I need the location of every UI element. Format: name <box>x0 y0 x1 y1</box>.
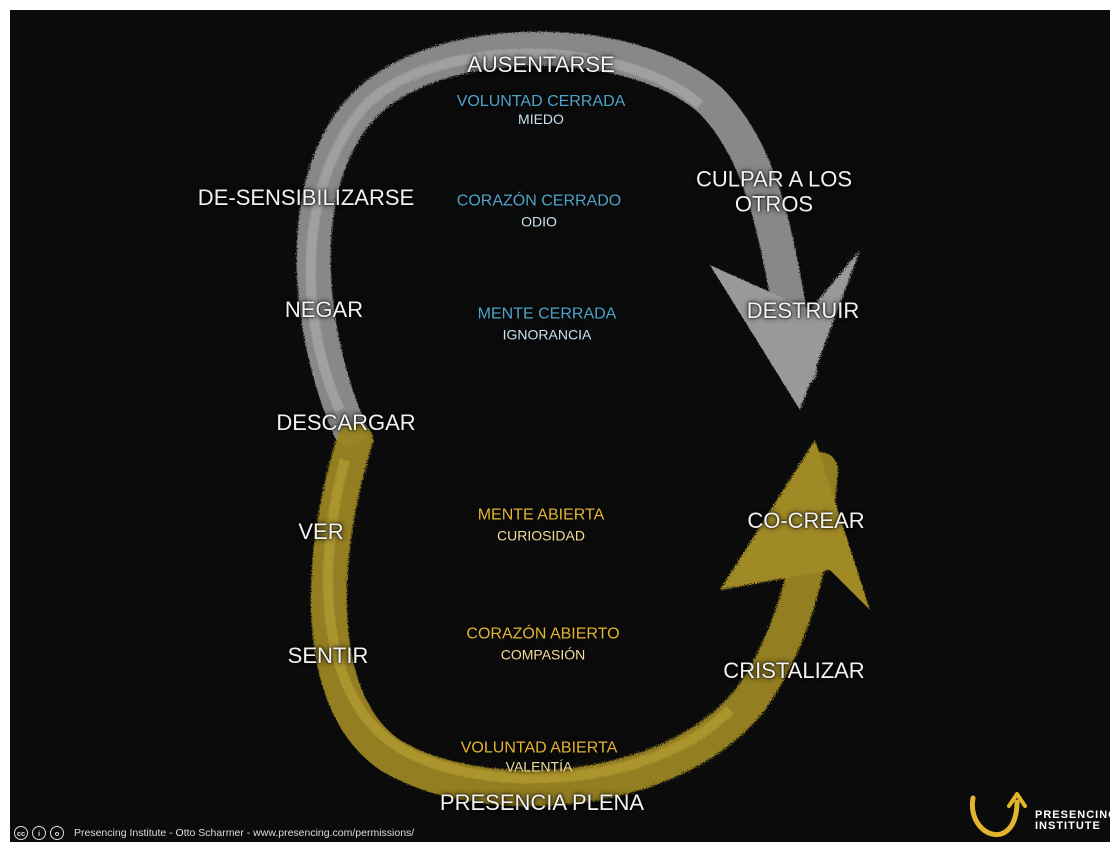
state-voluntad-abierta: VOLUNTAD ABIERTA VALENTÍA <box>461 740 617 775</box>
state-title: MENTE ABIERTA <box>477 506 605 524</box>
state-subtitle: ODIO <box>521 213 557 230</box>
open-arc <box>310 422 870 807</box>
u-diagram: AUSENTARSE DE-SENSIBILIZARSE CULPAR A LO… <box>10 10 1110 842</box>
label-cocrear: CO-CREAR <box>747 507 865 533</box>
state-title: VOLUNTAD CERRADA <box>456 93 626 111</box>
label-culpar: CULPAR A LOS OTROS <box>696 167 852 218</box>
share-alike-icon: o <box>50 826 64 840</box>
state-corazon-abierto: CORAZÓN ABIERTO COMPASIÓN <box>466 626 619 663</box>
state-subtitle: CURIOSIDAD <box>497 527 585 544</box>
attribution-icon: i <box>32 826 46 840</box>
state-subtitle: MIEDO <box>518 110 564 127</box>
state-mente-cerrada: MENTE CERRADA IGNORANCIA <box>478 306 617 343</box>
label-desensibilizarse: DE-SENSIBILIZARSE <box>197 184 415 210</box>
footer-credit-text: Presencing Institute - Otto Scharmer - w… <box>74 827 415 839</box>
closed-arc <box>296 31 860 447</box>
state-subtitle: COMPASIÓN <box>500 646 586 663</box>
label-presencia-plena: PRESENCIA PLENA <box>439 789 645 815</box>
presencing-arrow-icon <box>969 792 1027 837</box>
label-culpar-line1: CULPAR A LOS <box>695 166 853 192</box>
state-title: CORAZÓN CERRADO <box>456 192 622 210</box>
label-culpar-line2: OTROS <box>734 192 814 217</box>
open-arrow-head <box>720 440 870 610</box>
state-corazon-cerrado: CORAZÓN CERRADO ODIO <box>457 193 621 230</box>
state-voluntad-cerrada: VOLUNTAD CERRADA MIEDO <box>457 93 626 127</box>
state-mente-abierta: MENTE ABIERTA CURIOSIDAD <box>478 507 605 544</box>
closed-arrow-head <box>710 250 860 410</box>
state-title: CORAZÓN ABIERTO <box>466 625 620 643</box>
cc-icon: cc <box>14 826 28 840</box>
state-title: VOLUNTAD ABIERTA <box>460 739 618 757</box>
presencing-logo: PRESENCING INSTITUTE <box>965 790 1110 842</box>
label-sentir: SENTIR <box>287 642 369 668</box>
footer-credit: cc i o Presencing Institute - Otto Schar… <box>14 826 414 840</box>
label-ver: VER <box>298 518 344 544</box>
state-subtitle: IGNORANCIA <box>502 326 592 343</box>
label-cristalizar: CRISTALIZAR <box>723 657 865 683</box>
label-ausentarse: AUSENTARSE <box>467 51 615 77</box>
label-destruir: DESTRUIR <box>746 297 860 323</box>
arc-layer <box>296 31 870 807</box>
state-title: MENTE CERRADA <box>477 305 617 323</box>
label-negar: NEGAR <box>284 296 364 322</box>
logo-line1: PRESENCING <box>1035 809 1110 821</box>
state-subtitle: VALENTÍA <box>505 758 573 775</box>
logo-text: PRESENCING INSTITUTE <box>1035 810 1110 832</box>
logo-line2: INSTITUTE <box>1035 820 1101 832</box>
label-descargar: DESCARGAR <box>276 409 416 435</box>
